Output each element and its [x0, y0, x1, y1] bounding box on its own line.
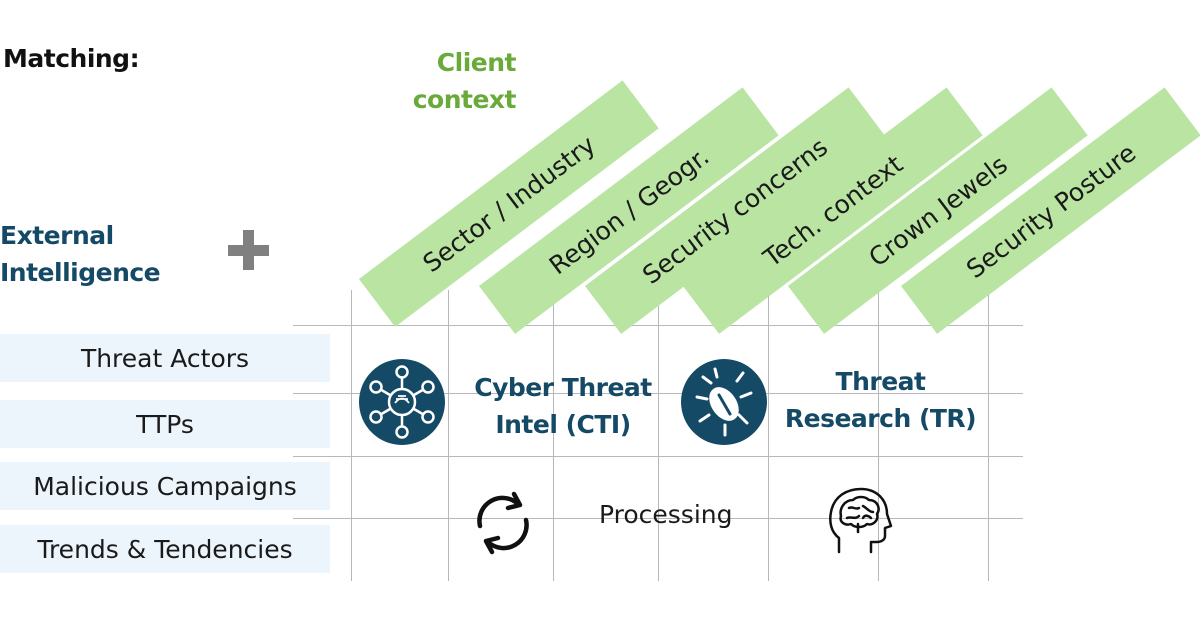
- external-intelligence-line2: Intelligence: [0, 258, 161, 287]
- row-malicious-campaigns: Malicious Campaigns: [0, 462, 330, 510]
- bug-icon: [681, 359, 767, 445]
- client-context-line1: Client: [436, 48, 517, 77]
- tr-title-line1: Threat: [835, 367, 926, 396]
- client-context-line2: context: [412, 85, 517, 114]
- brain-head-icon: [825, 486, 895, 558]
- row-trends-tendencies: Trends & Tendencies: [0, 525, 330, 573]
- tr-title-line2: Research (TR): [784, 404, 977, 433]
- external-intelligence-title: External Intelligence: [0, 217, 161, 291]
- refresh-icon: [468, 490, 538, 556]
- cti-title: Cyber Threat Intel (CTI): [463, 369, 663, 443]
- page-title: Matching:: [3, 44, 140, 73]
- cti-title-line1: Cyber Threat: [474, 373, 652, 402]
- client-context-title: Client context: [370, 44, 517, 118]
- external-intelligence-line1: External: [0, 221, 114, 250]
- tr-title: Threat Research (TR): [778, 363, 983, 437]
- cti-title-line2: Intel (CTI): [495, 410, 631, 439]
- processing-label: Processing: [599, 500, 733, 529]
- network-icon: [359, 359, 445, 445]
- row-threat-actors: Threat Actors: [0, 334, 330, 382]
- row-ttps: TTPs: [0, 400, 330, 448]
